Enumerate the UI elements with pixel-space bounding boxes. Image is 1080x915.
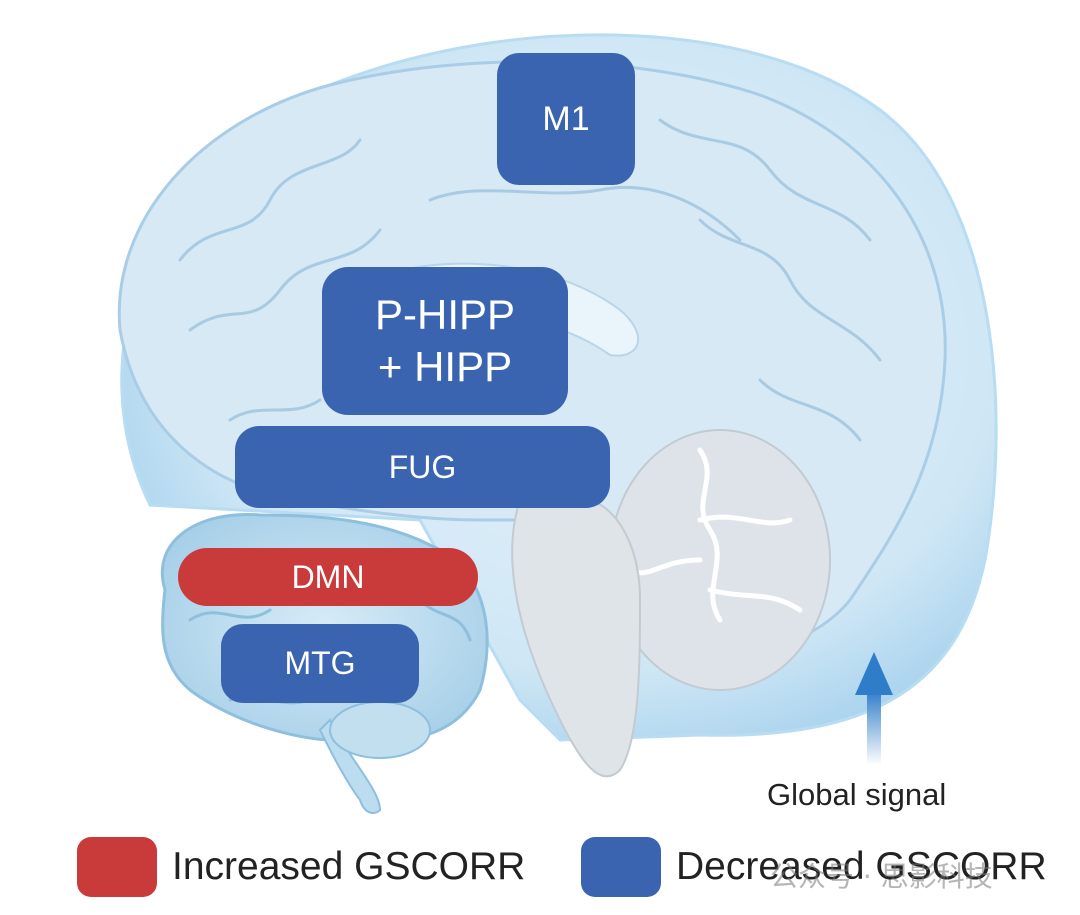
region-hipp-line1: P-HIPP — [375, 289, 515, 341]
legend-swatch-increased — [77, 837, 157, 897]
region-dmn-label: DMN — [292, 559, 365, 596]
watermark: 公众号 · 思影科技 — [770, 855, 993, 895]
region-dmn: DMN — [178, 548, 478, 606]
region-hipp-line2: + HIPP — [378, 341, 512, 393]
legend-increased-label: Increased GSCORR — [172, 845, 525, 889]
region-fug-label: FUG — [389, 449, 457, 486]
region-hipp: P-HIPP + HIPP — [322, 267, 568, 415]
region-m1-label: M1 — [542, 100, 589, 139]
global-signal-label: Global signal — [767, 777, 946, 813]
region-mtg-label: MTG — [284, 645, 355, 682]
cerebellum — [610, 430, 830, 690]
legend-swatch-decreased — [581, 837, 661, 897]
region-fug: FUG — [235, 426, 610, 508]
region-mtg: MTG — [221, 624, 419, 703]
region-m1: M1 — [497, 53, 635, 185]
brainstem — [512, 500, 640, 776]
